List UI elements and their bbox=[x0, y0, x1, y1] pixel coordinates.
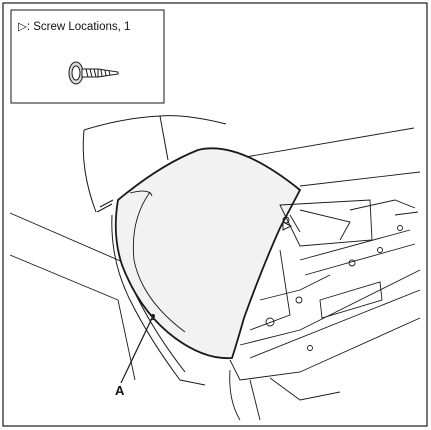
screw-icon bbox=[68, 61, 119, 85]
callout-point-a bbox=[151, 314, 155, 318]
cover-inner-curve bbox=[132, 191, 186, 333]
callout-leader-a bbox=[120, 315, 154, 384]
triangle-marker-icon: ▷ bbox=[18, 21, 27, 33]
screw-location-marker bbox=[282, 221, 293, 231]
legend-box bbox=[10, 9, 165, 104]
seat-side-cover bbox=[114, 147, 302, 360]
legend-text: : Screw Locations, 1 bbox=[26, 21, 131, 33]
callout-label-a: A bbox=[115, 383, 125, 398]
legend-label: ▷: Screw Locations, 1 bbox=[18, 19, 130, 33]
cover-top-edge bbox=[129, 190, 153, 197]
seat-back-outline bbox=[82, 115, 227, 213]
seat-track-mechanism bbox=[229, 199, 421, 421]
